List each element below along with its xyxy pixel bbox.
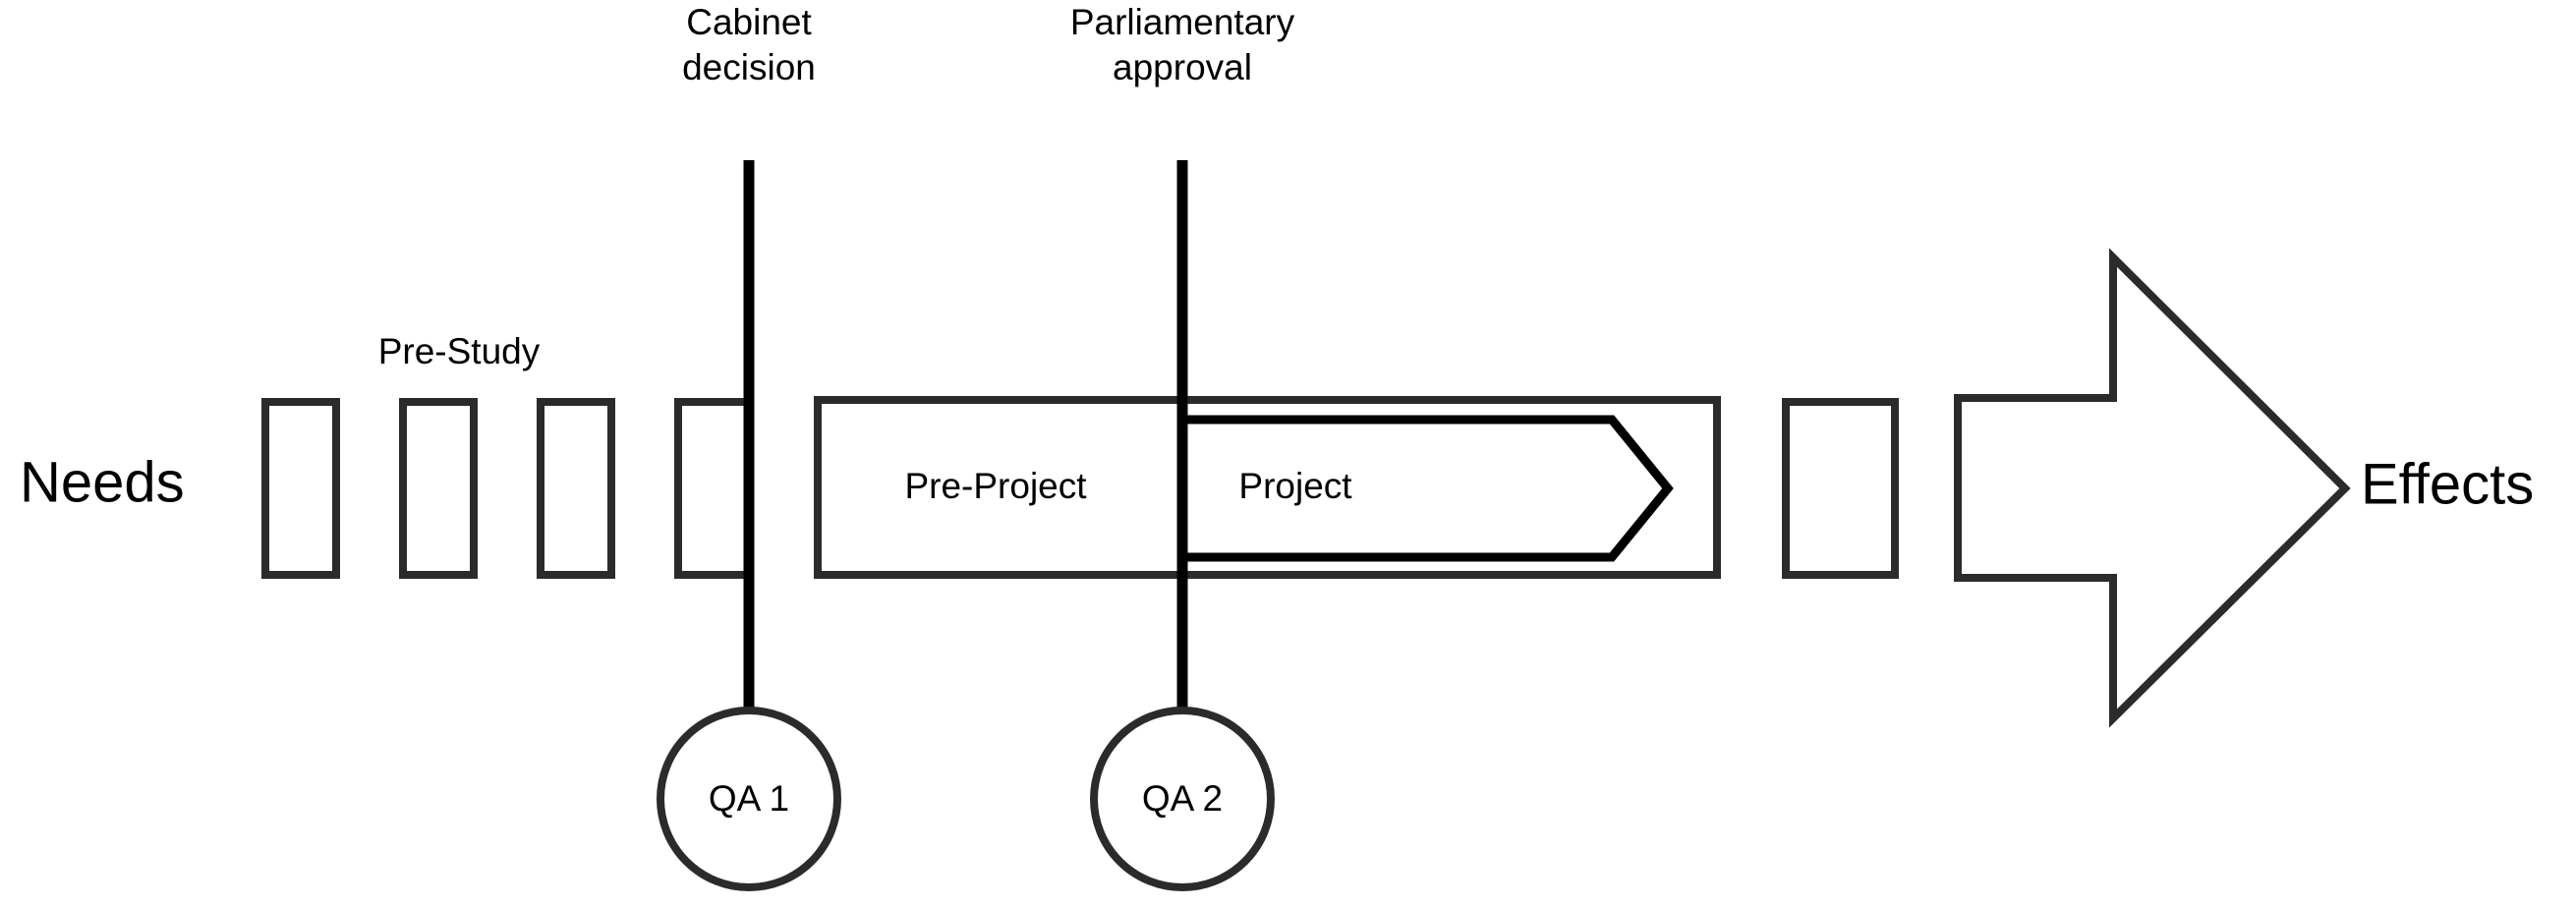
prestudy-step-box-2 [399,398,478,579]
post-project-step-box-1 [1782,398,1899,579]
prestudy-step-box-3 [537,398,615,579]
prestudy-step-box-1 [261,398,340,579]
effects-label: Effects [2361,452,2534,516]
milestone-cabinet-label-line1: Cabinet [686,2,812,42]
effects-arrow [1954,248,2351,728]
project-label: Project [1238,466,1352,506]
pre-project-label: Pre-Project [904,466,1087,506]
milestone-parliament-label-line1: Parliamentary [1070,2,1295,42]
pre-study-label: Pre-Study [378,331,541,371]
qa-gate-label-1: QA 1 [709,778,789,819]
prestudy-step-box-4 [674,398,753,579]
qa-gate-circle-2 [1090,707,1275,891]
milestone-parliament-label-line2: approval [1113,47,1252,87]
qa-gate-label-2: QA 2 [1142,778,1223,819]
needs-label: Needs [20,450,185,514]
milestone-cabinet-label-line2: decision [682,47,816,87]
qa-gate-circle-1 [657,707,841,891]
